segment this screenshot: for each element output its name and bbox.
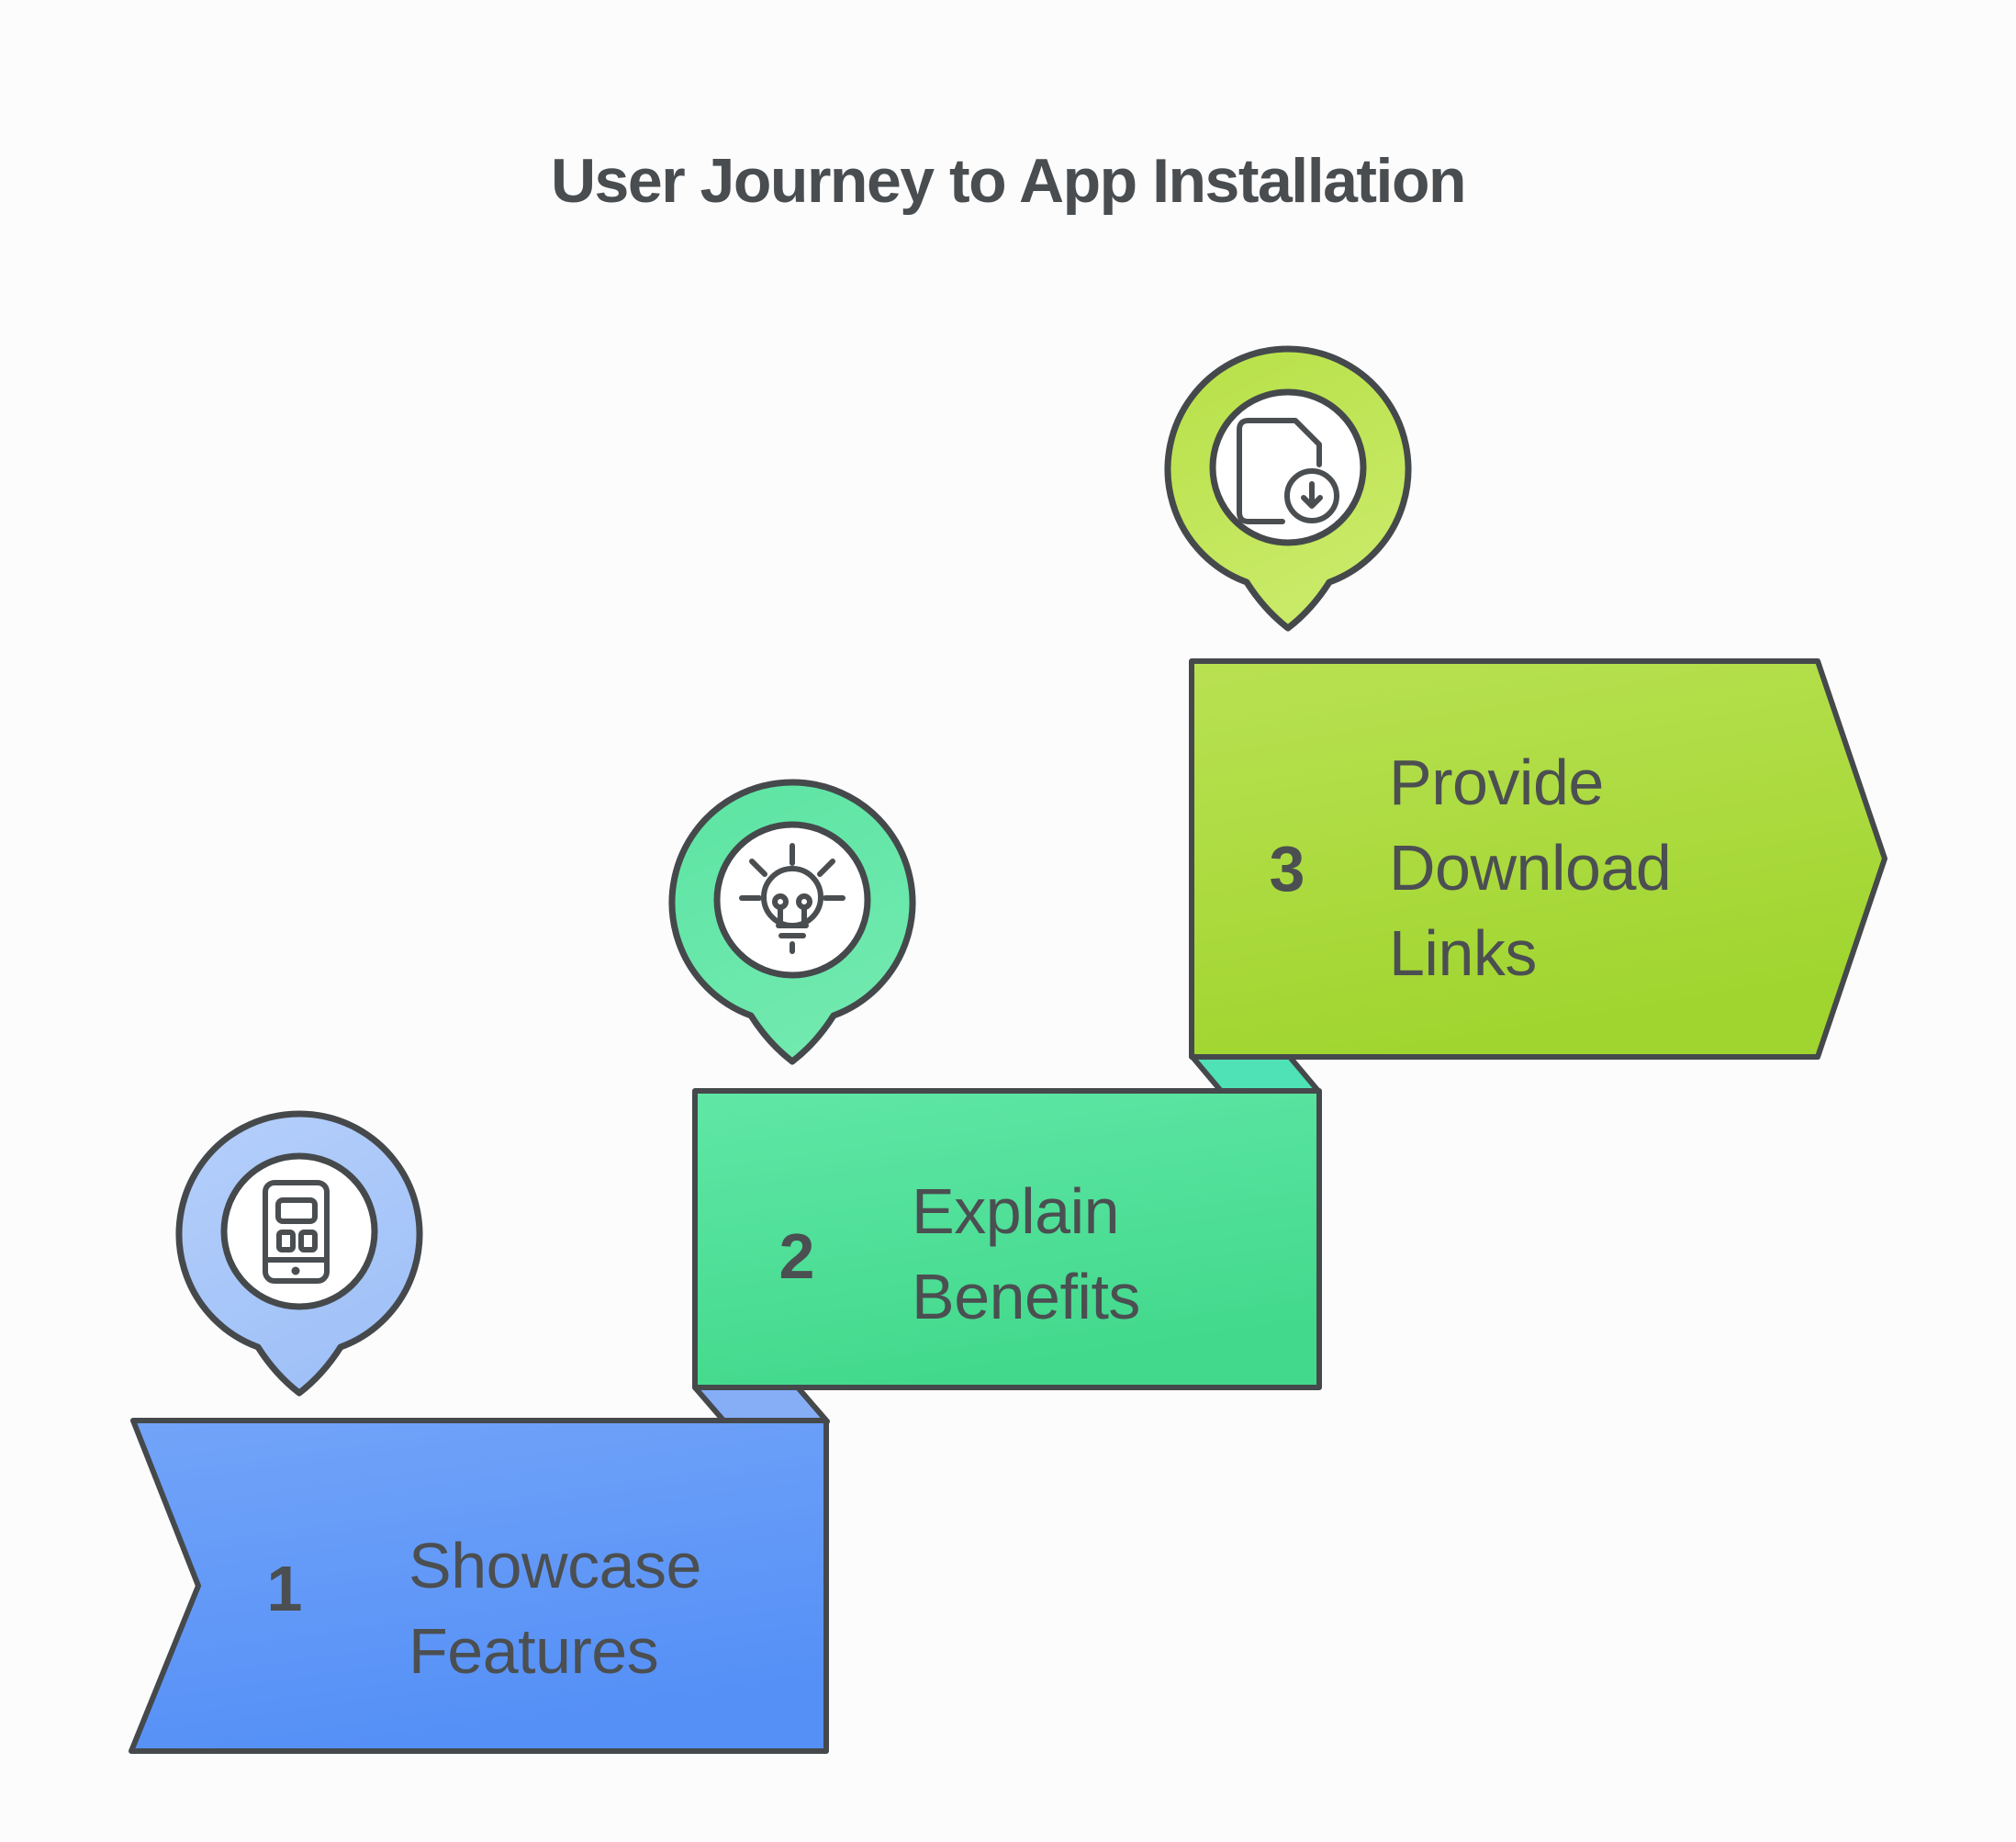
step-3-badge — [1164, 345, 1412, 632]
smartphone-icon — [263, 1180, 330, 1284]
step-3-box — [1189, 658, 1887, 1060]
fold-step1-step2 — [692, 1385, 830, 1424]
step-1-label-line-1: Showcase — [409, 1530, 701, 1601]
step-1-badge — [175, 1110, 423, 1397]
fold-step2-step3 — [1189, 1053, 1321, 1094]
step-2-box — [692, 1088, 1322, 1390]
step-3-label-line-3: Links — [1389, 917, 1537, 989]
step-3-label: Provide Download Links — [1389, 740, 1672, 996]
step-3-label-line-2: Download — [1389, 832, 1672, 904]
step-2-label: Explain Benefits — [912, 1169, 1140, 1340]
step-2-badge — [668, 779, 916, 1065]
page-title: User Journey to App Installation — [550, 146, 1467, 216]
step-1-box — [129, 1418, 829, 1754]
document-download-icon — [1237, 418, 1339, 524]
lightbulb-icon — [739, 843, 846, 954]
step-3-label-line-1: Provide — [1389, 747, 1604, 818]
step-1-number: 1 — [266, 1553, 303, 1624]
step-3-badge-disc — [1209, 388, 1367, 546]
step-3-number: 3 — [1269, 833, 1305, 904]
step-2-label-line-1: Explain — [912, 1175, 1120, 1247]
step-2-number: 2 — [778, 1220, 815, 1292]
step-2-label-line-2: Benefits — [912, 1261, 1140, 1332]
step-1-label-line-2: Features — [409, 1615, 659, 1687]
step-1-label: Showcase Features — [409, 1523, 701, 1694]
